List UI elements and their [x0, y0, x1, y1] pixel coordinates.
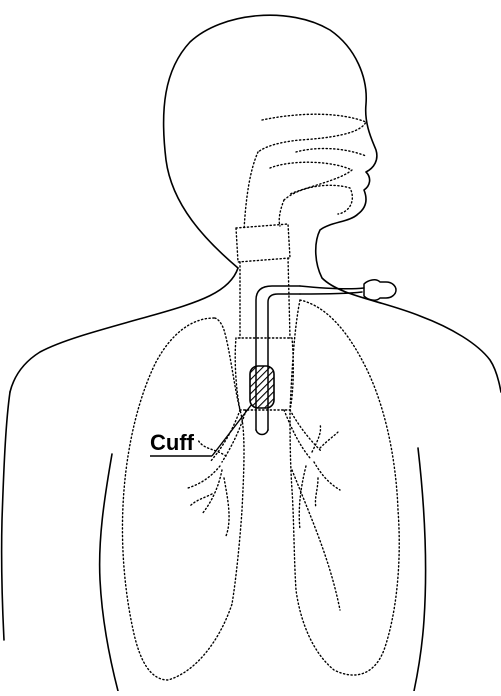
cuff-leader-line [212, 404, 252, 456]
upper-airway [235, 114, 366, 410]
right-branch-upper [312, 424, 321, 452]
pharynx-posterior [244, 152, 258, 230]
oral-cavity [270, 162, 352, 194]
right-lung [290, 300, 399, 675]
cuff-label: Cuff [150, 430, 195, 455]
nasal-turbinate [296, 149, 366, 156]
tube-tip [256, 430, 268, 435]
pharynx-anterior [279, 200, 284, 226]
lungs [122, 300, 399, 680]
left-torso-outline [100, 454, 118, 691]
right-branch-upper2 [320, 432, 338, 448]
left-arm-outline [2, 392, 10, 640]
endotracheal-tube [250, 280, 396, 435]
left-lung [122, 318, 244, 680]
lung-lobe-line [292, 470, 340, 610]
pilot-balloon [364, 280, 396, 300]
larynx [236, 224, 290, 262]
left-main-bronchus [222, 410, 246, 462]
right-branch-twig [315, 478, 318, 508]
left-branch-twig [190, 494, 212, 506]
tube-cuff [250, 366, 274, 408]
body-outline [2, 15, 501, 691]
bronchi [188, 410, 340, 536]
nasal-cavity [258, 114, 366, 152]
right-branch-lower [299, 466, 306, 530]
left-branch-mid [188, 466, 220, 488]
tongue [284, 185, 352, 214]
right-main-bronchus [284, 410, 310, 458]
left-branch-down [224, 478, 229, 536]
head-and-right-shoulder-outline [164, 15, 501, 392]
trachea-right-wall [288, 258, 290, 338]
right-torso-outline [414, 448, 426, 691]
cuff-callout: Cuff [150, 404, 252, 456]
left-shoulder-outline [10, 268, 238, 392]
right-main-bronchus-outer [290, 410, 322, 452]
left-branch-lower [202, 470, 222, 514]
